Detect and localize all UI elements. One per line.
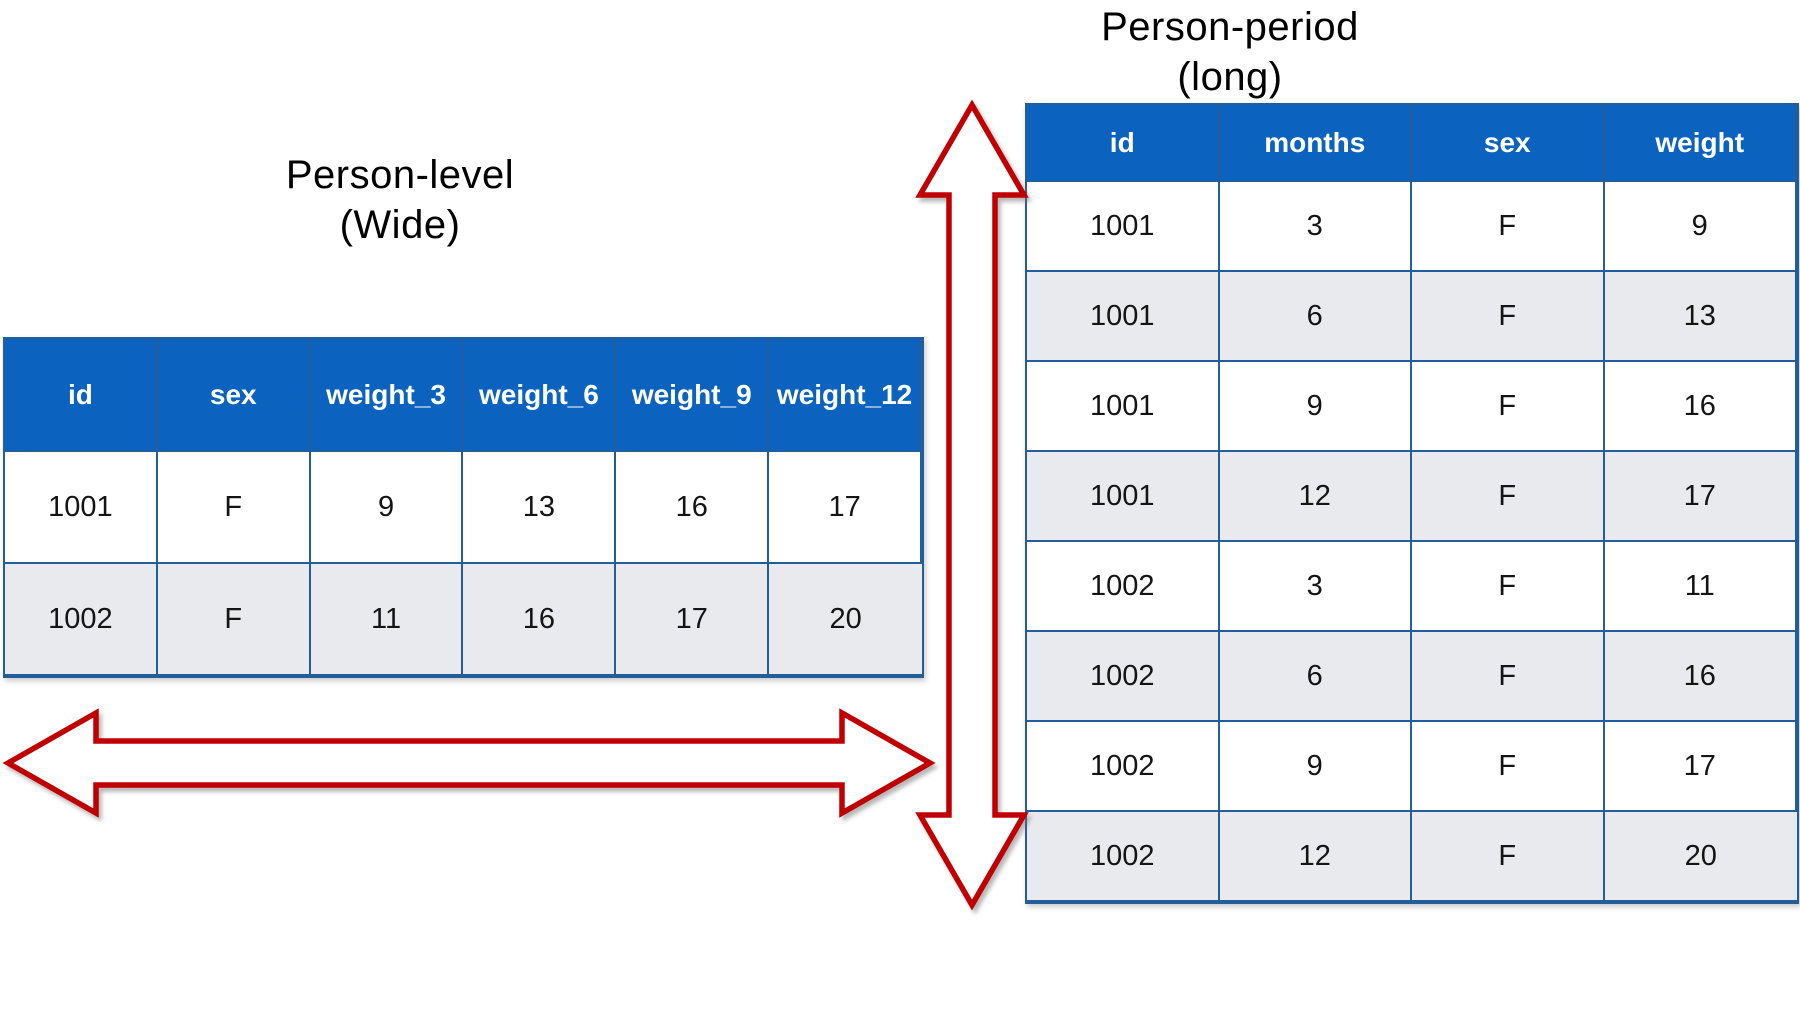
person-period-long-table: id months sex weight 1001 3 F 9 1001 6 F… (1025, 103, 1799, 904)
table-cell: 16 (1604, 362, 1797, 452)
table-cell: 20 (1604, 812, 1797, 902)
header-cell: weight_12 (769, 339, 922, 452)
vertical-double-arrow-icon (915, 99, 1029, 911)
table-cell: 9 (310, 452, 464, 564)
person-period-title: Person-period (long) (930, 2, 1530, 102)
table-cell: F (1412, 272, 1605, 362)
table-cell: F (1412, 632, 1605, 722)
person-level-title-line2: (Wide) (339, 203, 461, 247)
table-cell: 17 (769, 452, 922, 564)
table-cell: 1002 (1027, 632, 1220, 722)
header-cell: weight_9 (616, 339, 770, 452)
table-cell: 6 (1219, 272, 1412, 362)
person-period-title-line2: (long) (1177, 55, 1283, 99)
table-cell: F (1412, 542, 1605, 632)
table-cell: F (157, 452, 311, 564)
table-cell: 9 (1604, 182, 1797, 272)
table-cell: 1002 (1027, 542, 1220, 632)
table-cell: 1001 (1027, 182, 1220, 272)
table-cell: 9 (1219, 362, 1412, 452)
table-cell: 12 (1219, 812, 1412, 902)
table-cell: 1001 (5, 452, 158, 564)
table-cell: 16 (463, 564, 617, 676)
table-cell: 13 (463, 452, 617, 564)
table-cell: 1002 (1027, 722, 1220, 812)
person-period-title-line1: Person-period (1101, 5, 1359, 49)
table-cell: 9 (1219, 722, 1412, 812)
table-cell: F (1412, 362, 1605, 452)
table-cell: 20 (769, 564, 922, 676)
table-cell: 17 (616, 564, 770, 676)
header-cell: weight_3 (310, 339, 464, 452)
header-cell: id (1027, 105, 1220, 182)
header-cell: id (5, 339, 158, 452)
person-level-title: Person-level (Wide) (0, 150, 800, 250)
table-cell: 3 (1219, 182, 1412, 272)
header-cell: sex (1412, 105, 1605, 182)
table-cell: 16 (1604, 632, 1797, 722)
table-cell: F (1412, 812, 1605, 902)
table-cell: F (1412, 722, 1605, 812)
person-level-wide-table: id sex weight_3 weight_6 weight_9 weight… (3, 337, 924, 678)
table-cell: 17 (1604, 722, 1797, 812)
horizontal-double-arrow-icon (2, 708, 936, 818)
header-cell: weight_6 (463, 339, 617, 452)
header-cell: weight (1604, 105, 1797, 182)
table-cell: F (1412, 452, 1605, 542)
header-cell: sex (157, 339, 311, 452)
table-cell: 11 (310, 564, 464, 676)
table-cell: 17 (1604, 452, 1797, 542)
table-cell: 1001 (1027, 452, 1220, 542)
table-cell: 12 (1219, 452, 1412, 542)
header-cell: months (1219, 105, 1412, 182)
person-level-title-line1: Person-level (285, 153, 515, 197)
table-cell: 11 (1604, 542, 1797, 632)
table-cell: 6 (1219, 632, 1412, 722)
table-cell: 1001 (1027, 362, 1220, 452)
table-cell: 13 (1604, 272, 1797, 362)
table-cell: 1002 (1027, 812, 1220, 902)
table-cell: 3 (1219, 542, 1412, 632)
table-cell: 1001 (1027, 272, 1220, 362)
table-cell: F (1412, 182, 1605, 272)
table-cell: 16 (616, 452, 770, 564)
table-cell: F (157, 564, 311, 676)
table-cell: 1002 (5, 564, 158, 676)
